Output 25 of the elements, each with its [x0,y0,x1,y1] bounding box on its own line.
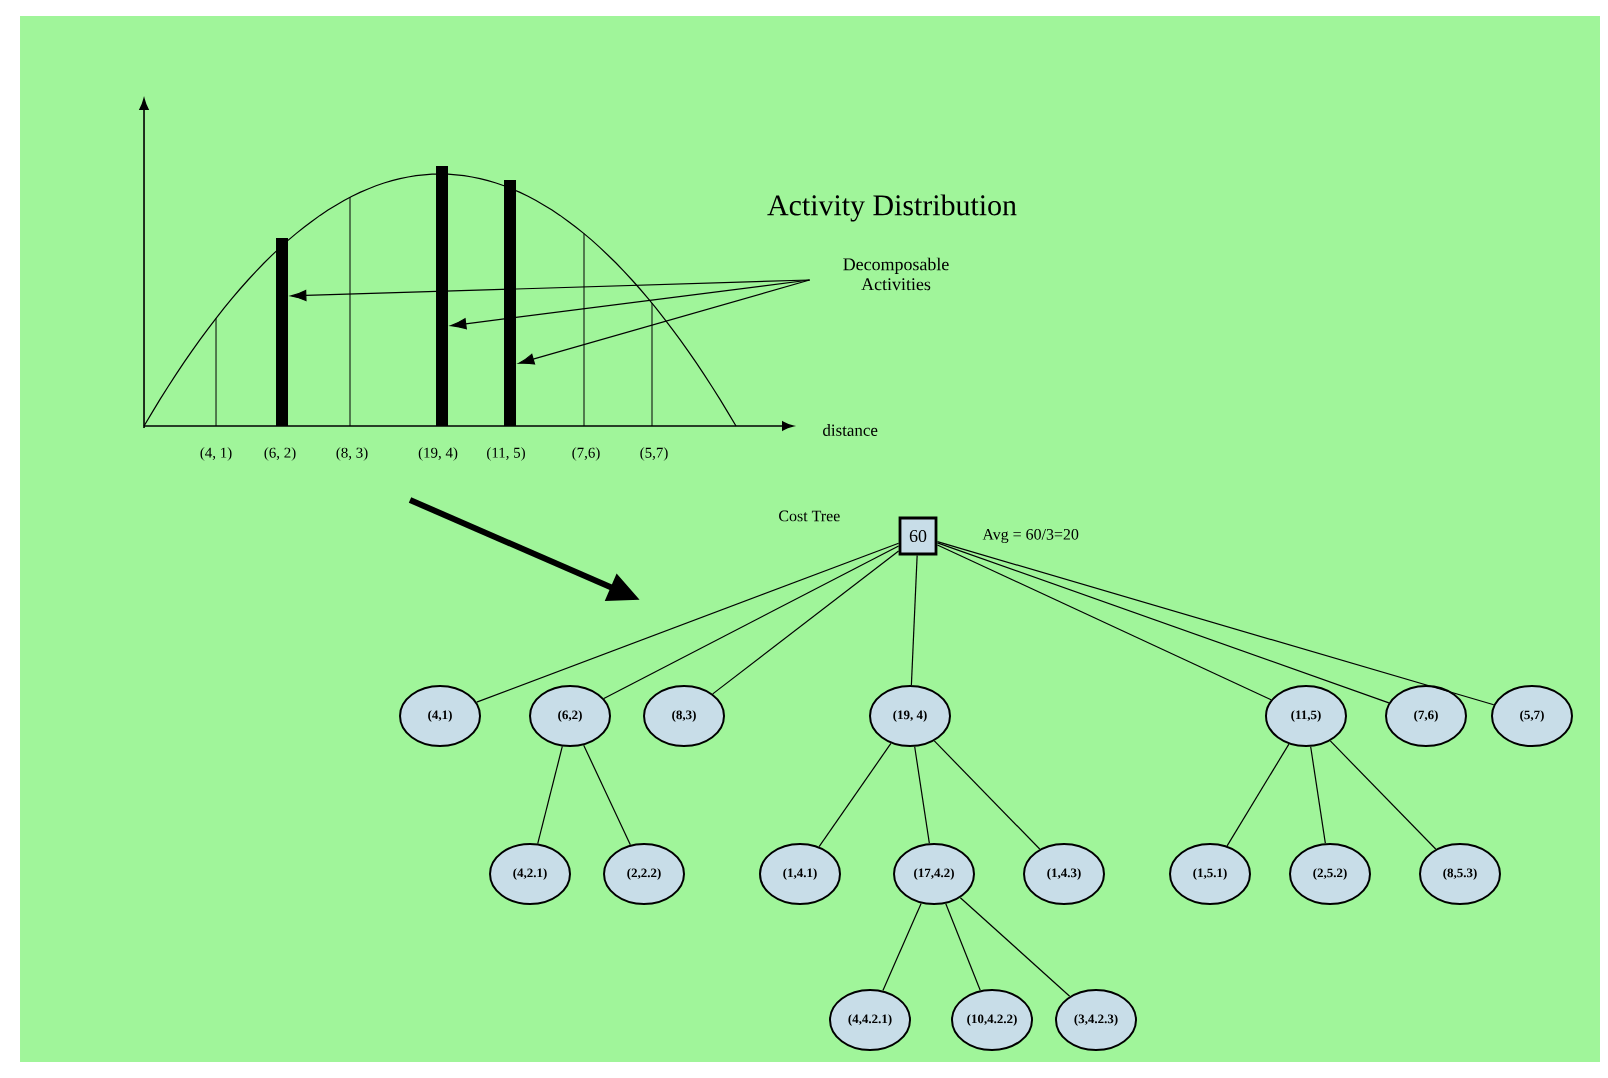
tree-edge [882,902,922,992]
tree-edge [583,744,631,846]
tree-edge [476,542,900,703]
tree-edge [818,742,892,848]
callout-text: Decomposable Activities [843,257,949,291]
tree-edge [959,897,1071,997]
tree-edge [712,550,900,695]
title: Activity Distribution [767,194,1017,222]
tree-edge [1310,746,1326,844]
tree-edge [936,541,1495,706]
tree-edge [936,542,1390,704]
tree-edge [603,545,900,700]
tree-edge [936,544,1272,701]
tree-edge [914,746,930,844]
tree-edge [910,554,918,686]
tree-edge [1226,743,1290,847]
axis-label: distance [823,424,878,436]
tree-edge [945,903,981,991]
tree-edge [537,745,563,845]
tree-edge [1329,740,1437,850]
arrow [518,279,811,365]
arrow [450,279,811,330]
tree-edge [933,740,1041,850]
root-box: 60 [898,516,938,556]
arrow [290,279,811,302]
